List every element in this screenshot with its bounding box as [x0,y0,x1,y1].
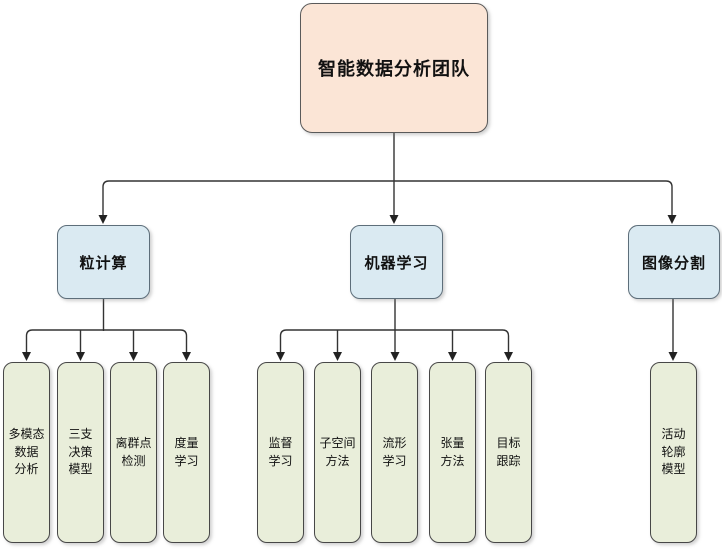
arrowhead-icon [333,352,342,361]
leaf-node-metric-learning: 度量 学习 [163,362,210,543]
arrowhead-icon [76,352,85,361]
arrowhead-icon [129,352,138,361]
connector-path [25,329,188,352]
arrowhead-icon [668,352,678,361]
arrowhead-icon [182,352,191,361]
arrowhead-icon [22,352,31,361]
connector-path [279,329,510,352]
leaf-node-supervised-learning: 监督 学习 [257,362,304,543]
leaf-node-multimodal-data-analysis: 多模态 数据 分析 [3,362,50,543]
arrowhead-icon [448,352,457,361]
root-node-intelligent-data-analysis-team: 智能数据分析团队 [300,3,488,133]
connector-path [102,180,673,215]
leaf-node-manifold-learning: 流形 学习 [371,362,418,543]
leaf-node-outlier-detection: 离群点 检测 [110,362,157,543]
arrowhead-icon [98,215,108,224]
leaf-node-object-tracking: 目标 跟踪 [485,362,532,543]
leaf-node-tensor-methods: 张量 方法 [429,362,476,543]
branch-node-machine-learning: 机器学习 [350,225,443,299]
leaf-node-subspace-methods: 子空间 方法 [314,362,361,543]
branch-node-granular-computing: 粒计算 [57,225,150,299]
arrowhead-icon [390,352,400,361]
leaf-node-three-way-decision-model: 三支 决策 模型 [57,362,104,543]
arrowhead-icon [504,352,513,361]
arrowhead-icon [389,215,399,224]
branch-node-image-segmentation: 图像分割 [628,225,720,299]
arrowhead-icon [276,352,285,361]
leaf-node-active-contour-model: 活动 轮廓 模型 [650,362,697,543]
arrowhead-icon [667,215,677,224]
